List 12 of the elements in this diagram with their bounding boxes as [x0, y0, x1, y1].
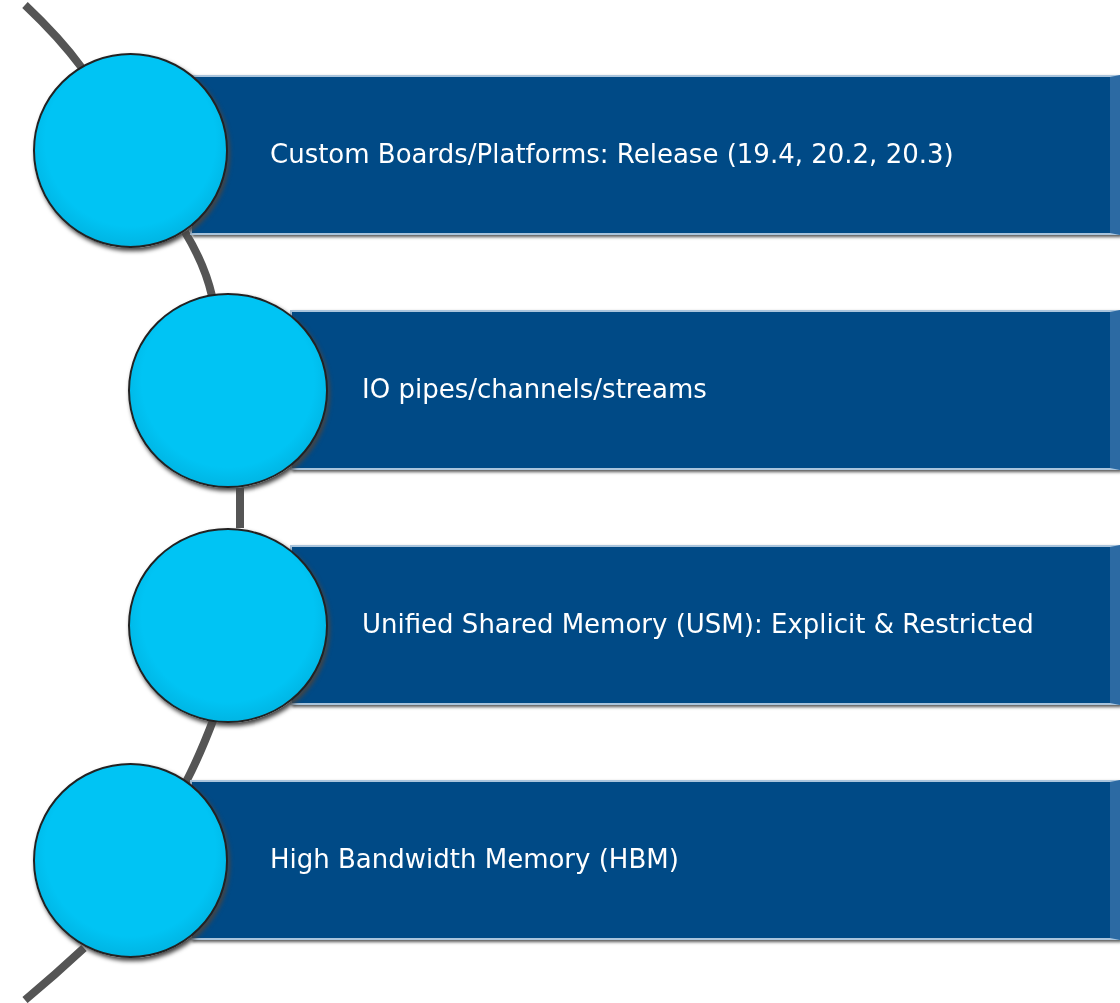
timeline-bar — [190, 780, 1120, 940]
item-text: Unified Shared Memory (USM): Explicit & Restricted — [362, 608, 1034, 642]
timeline-bar — [290, 545, 1120, 705]
connector-curve — [236, 488, 244, 528]
item-text: IO pipes/channels/streams — [362, 373, 707, 407]
item-text: High Bandwidth Memory (HBM) — [270, 843, 679, 877]
item-text: Custom Boards/Platforms: Release (19.4, 20.2, 20.3) — [270, 138, 954, 172]
connector-curve — [22, 2, 86, 71]
connector-curve — [181, 229, 216, 297]
timeline-bar — [190, 75, 1120, 235]
connector-curve — [22, 945, 87, 1003]
timeline-bar — [290, 310, 1120, 470]
